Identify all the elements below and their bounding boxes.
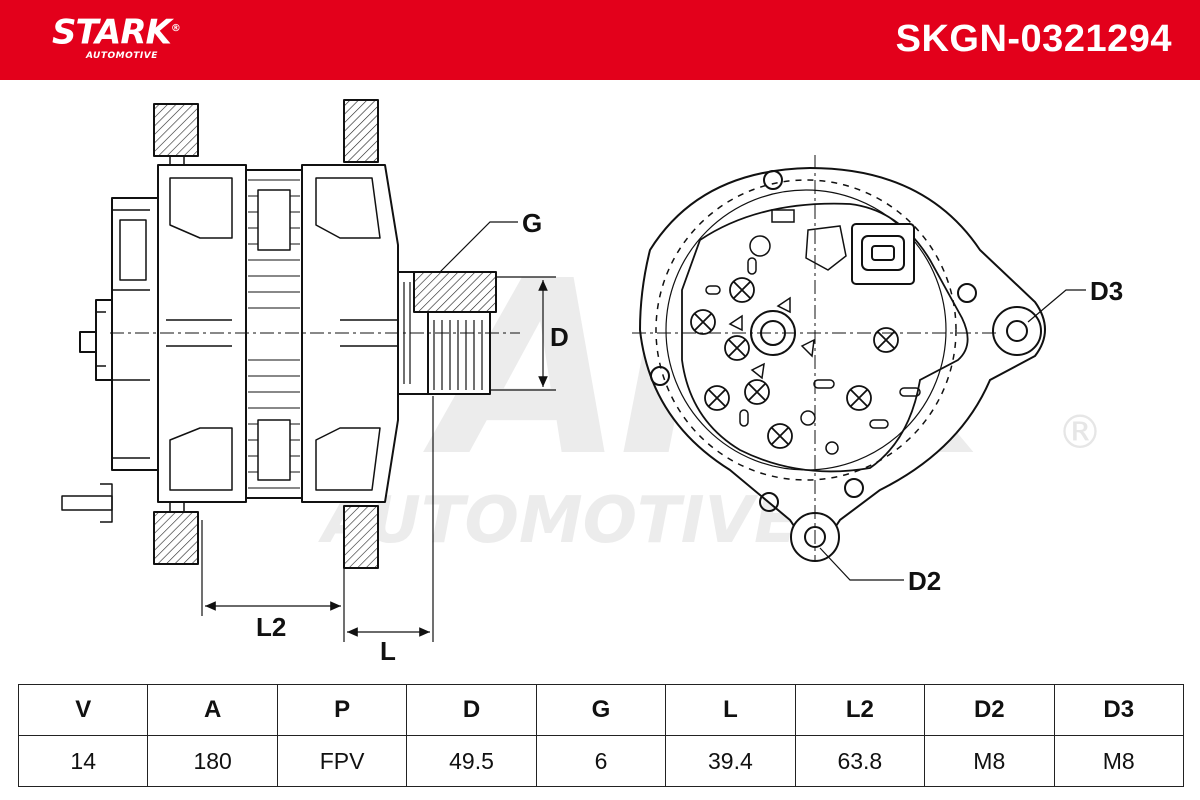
brand-header: STARK® AUTOMOTIVE SKGN-0321294	[0, 0, 1200, 80]
spec-value-g: 6	[535, 735, 667, 787]
logo-subtitle: AUTOMOTIVE	[86, 51, 158, 62]
spec-header-d2: D2	[924, 684, 1055, 736]
spec-header-d3: D3	[1053, 684, 1184, 736]
label-l: L	[380, 636, 396, 666]
leader-g	[439, 221, 518, 273]
spec-header-v: V	[17, 684, 149, 736]
label-g: G	[522, 208, 542, 238]
spec-value-row: 14 180 FPV 49.5 6 39.4 63.8 M8 M8	[17, 735, 1184, 787]
spec-header-a: A	[147, 684, 278, 736]
label-l2: L2	[256, 612, 286, 642]
spec-header-l: L	[665, 684, 796, 736]
alternator-side-view	[61, 99, 497, 569]
spec-value-v: 14	[17, 735, 149, 787]
rear-center-lines	[632, 155, 1000, 560]
spec-header-d: D	[406, 684, 537, 736]
alternator-technical-drawing: STARK AUTOMOTIVE ®	[61, 99, 1123, 666]
spec-value-p: FPV	[276, 735, 408, 787]
label-d: D	[550, 322, 569, 352]
spec-value-d2: M8	[924, 735, 1055, 787]
watermark-registered-mark: ®	[1057, 405, 1103, 459]
logo-wordmark: STARK	[52, 12, 172, 53]
specification-table: V A P D G L L2 D2 D3 14 180 FPV 49.5 6 3…	[17, 684, 1184, 787]
dimension-l2-l	[201, 396, 434, 642]
leader-d2	[819, 547, 904, 581]
stark-logo: STARK® AUTOMOTIVE	[52, 10, 181, 62]
spec-value-l2: 63.8	[794, 735, 926, 787]
label-d2: D2	[908, 566, 941, 596]
spec-header-row: V A P D G L L2 D2 D3	[17, 684, 1184, 736]
spec-header-g: G	[535, 684, 667, 736]
logo-registered-mark: ®	[170, 23, 181, 34]
spec-header-l2: L2	[794, 684, 926, 736]
part-number: SKGN-0321294	[895, 18, 1172, 60]
spec-value-a: 180	[147, 735, 278, 787]
spec-header-p: P	[276, 684, 408, 736]
watermark-sub: AUTOMOTIVE	[317, 484, 798, 558]
leader-d3	[1027, 289, 1086, 323]
dimension-d	[490, 276, 556, 391]
spec-value-d3: M8	[1053, 735, 1184, 787]
spec-value-l: 39.4	[665, 735, 796, 787]
label-d3: D3	[1090, 276, 1123, 306]
spec-value-d: 49.5	[406, 735, 537, 787]
